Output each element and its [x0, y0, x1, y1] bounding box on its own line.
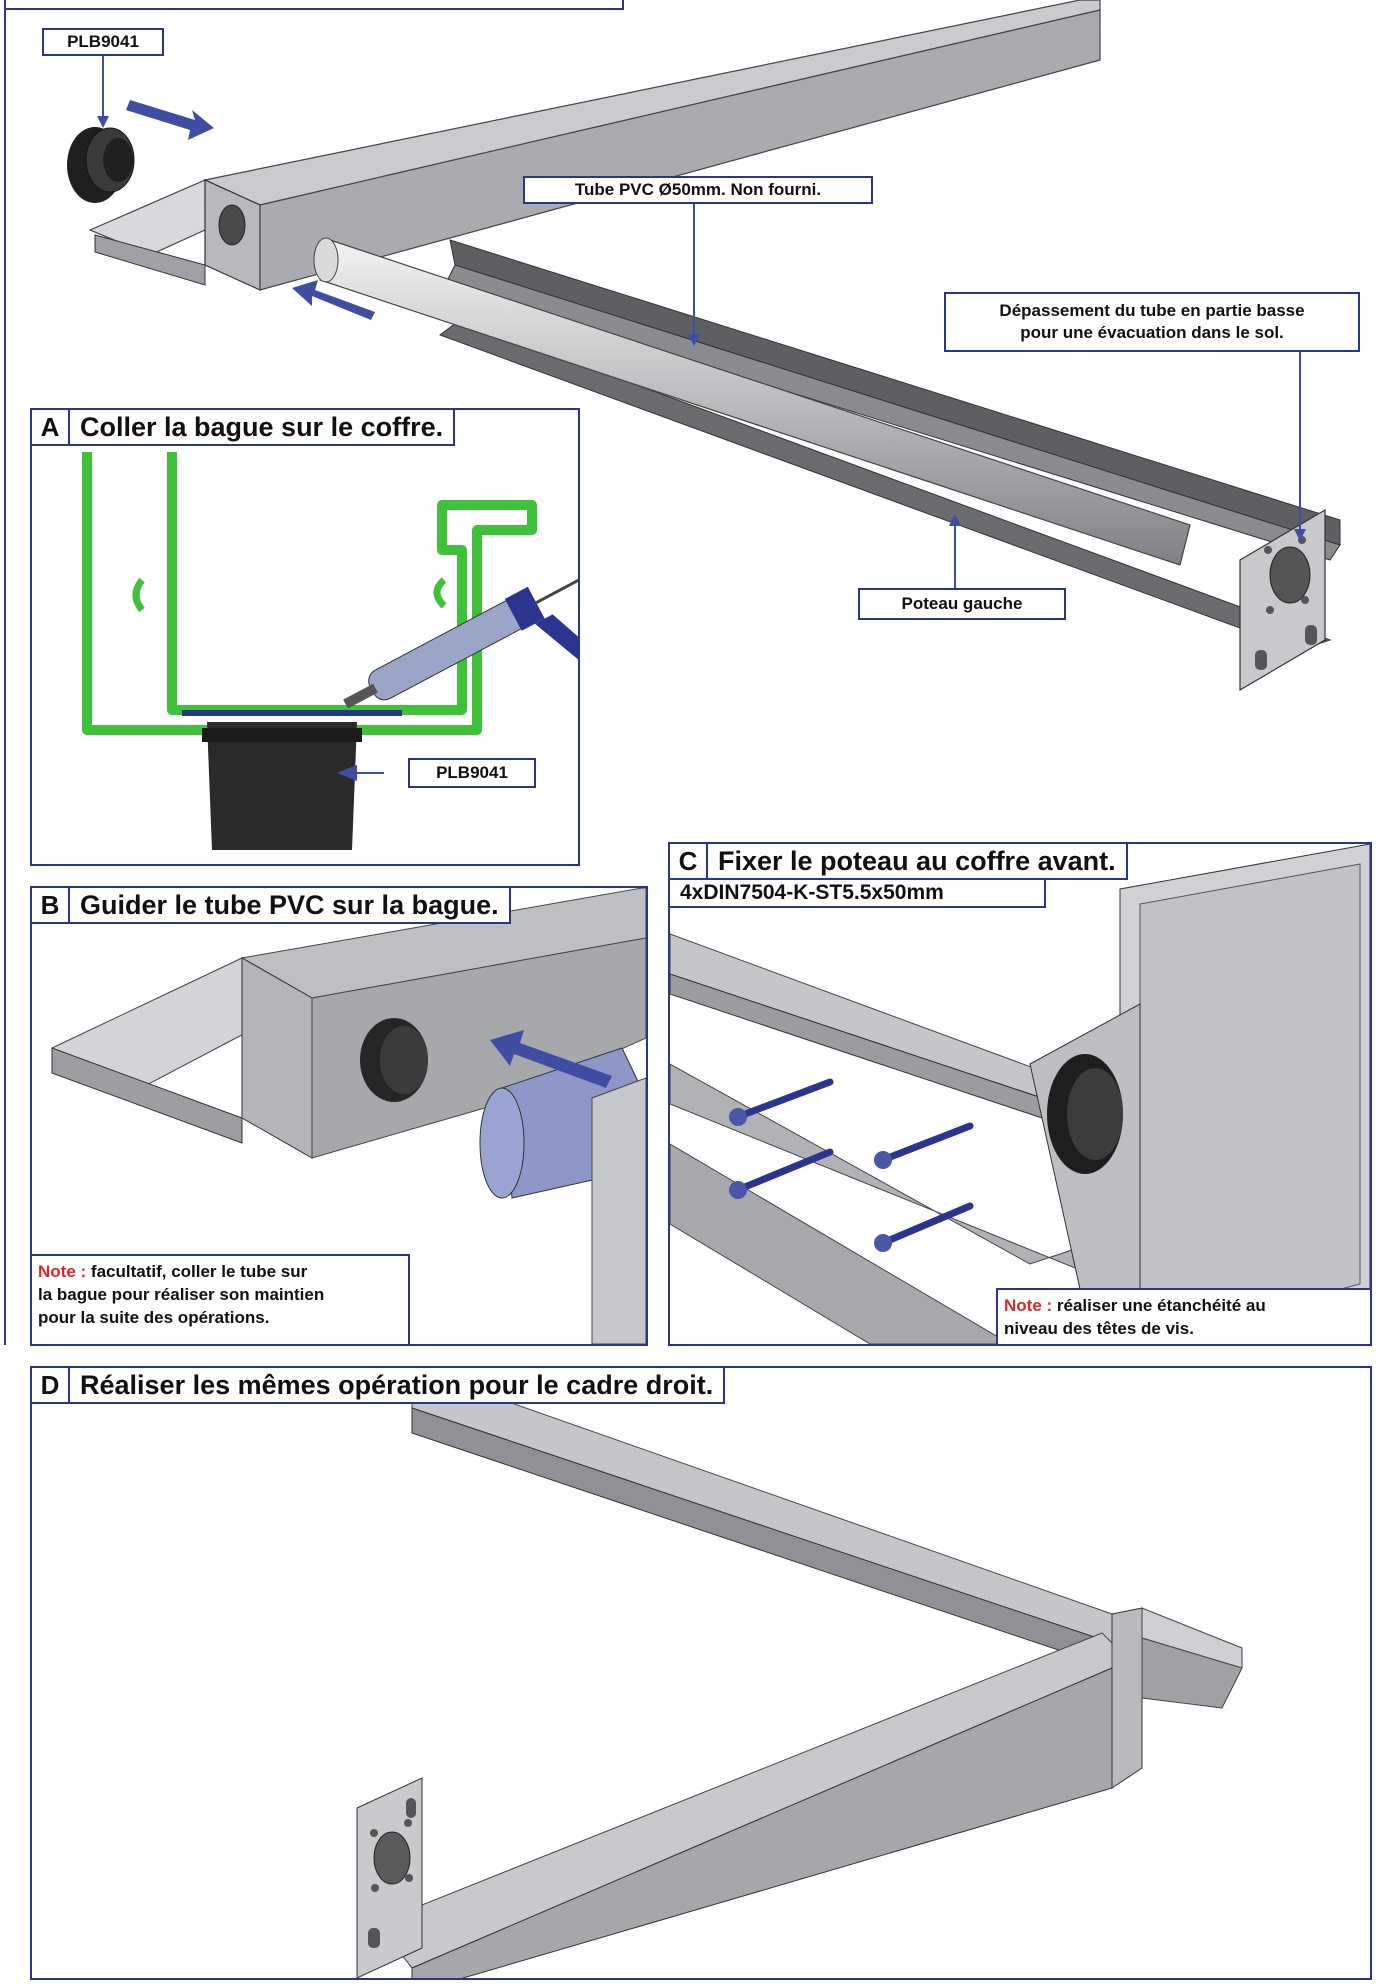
arrow-b — [490, 1030, 612, 1088]
note-b-text1: facultatif, coller le tube sur — [90, 1262, 308, 1281]
panel-c: C Fixer le poteau au coffre avant. 4xDIN… — [668, 842, 1372, 1346]
section-title-a: Coller la bague sur le coffre. — [80, 411, 444, 442]
note-b-line3: pour la suite des opérations. — [38, 1308, 270, 1327]
note-c-label: Note : — [1004, 1296, 1053, 1315]
note-c-text1: réaliser une étanchéité au — [1056, 1296, 1266, 1315]
screws-c — [736, 1078, 974, 1246]
top-assembly-illustration — [67, 0, 1341, 692]
callout-depassement-line2: pour une évacuation dans le sol. — [1020, 323, 1284, 342]
callout-depassement: Dépassement du tube en partie basse pour… — [944, 292, 1360, 352]
panel-d-illustration — [356, 1368, 1243, 1978]
top-frame-left-edge — [4, 0, 6, 1345]
green-profile-outline — [82, 452, 537, 735]
frame-d-back-beam — [411, 1368, 1113, 1644]
note-c: Note : réaliser une étanchéité au niveau… — [996, 1288, 1370, 1344]
section-title-c: Fixer le poteau au coffre avant. — [718, 845, 1116, 876]
panel-a-illustration — [82, 452, 578, 850]
panel-c-illustration — [670, 844, 1370, 1344]
caulk-gun — [343, 552, 578, 709]
section-header-a: A Coller la bague sur le coffre. — [32, 410, 456, 446]
note-b-line1: Note : facultatif, coller le tube sur — [38, 1260, 402, 1283]
panel-a: A Coller la bague sur le coffre. PLB9041 — [30, 408, 580, 866]
callout-screws: 4xDIN7504-K-ST5.5x50mm — [670, 878, 1046, 908]
panel-b-illustration — [51, 888, 646, 1344]
arrow-tube-direction — [292, 280, 375, 320]
section-letter-a: A — [32, 410, 70, 444]
section-header-d: D Réaliser les mêmes opération pour le c… — [32, 1368, 726, 1404]
callout-depassement-line1: Dépassement du tube en partie basse — [999, 301, 1305, 320]
top-header-partial — [4, 0, 624, 10]
panel-b: B Guider le tube PVC sur la bague. Note … — [30, 886, 648, 1346]
section-letter-b: B — [32, 888, 70, 922]
section-letter-d: D — [32, 1368, 70, 1402]
note-c-line2: niveau des têtes de vis. — [1004, 1319, 1194, 1338]
callout-poteau-gauche: Poteau gauche — [858, 588, 1066, 620]
callout-plb9041-top: PLB9041 — [42, 28, 164, 56]
section-header-c: C Fixer le poteau au coffre avant. — [670, 844, 1128, 880]
section-title-d: Réaliser les mêmes opération pour le cad… — [80, 1369, 714, 1400]
callout-tube-pvc: Tube PVC Ø50mm. Non fourni. — [523, 176, 873, 204]
plb9041-ring-top — [67, 127, 135, 203]
note-b-label: Note : — [38, 1262, 87, 1281]
section-title-b: Guider le tube PVC sur la bague. — [80, 889, 499, 920]
section-letter-c: C — [670, 844, 708, 878]
callout-plb9041-a: PLB9041 — [408, 758, 536, 788]
panel-d: D Réaliser les mêmes opération pour le c… — [30, 1366, 1372, 1980]
note-b-line2: la bague pour réaliser son maintien — [38, 1285, 325, 1304]
section-header-b: B Guider le tube PVC sur la bague. — [32, 888, 511, 924]
arrow-ring-direction — [126, 100, 214, 140]
frame-d-post — [376, 1632, 1113, 1969]
note-c-line1: Note : réaliser une étanchéité au — [1004, 1294, 1364, 1317]
note-b: Note : facultatif, coller le tube sur la… — [32, 1254, 410, 1344]
plb9041-ring-section — [207, 722, 357, 850]
